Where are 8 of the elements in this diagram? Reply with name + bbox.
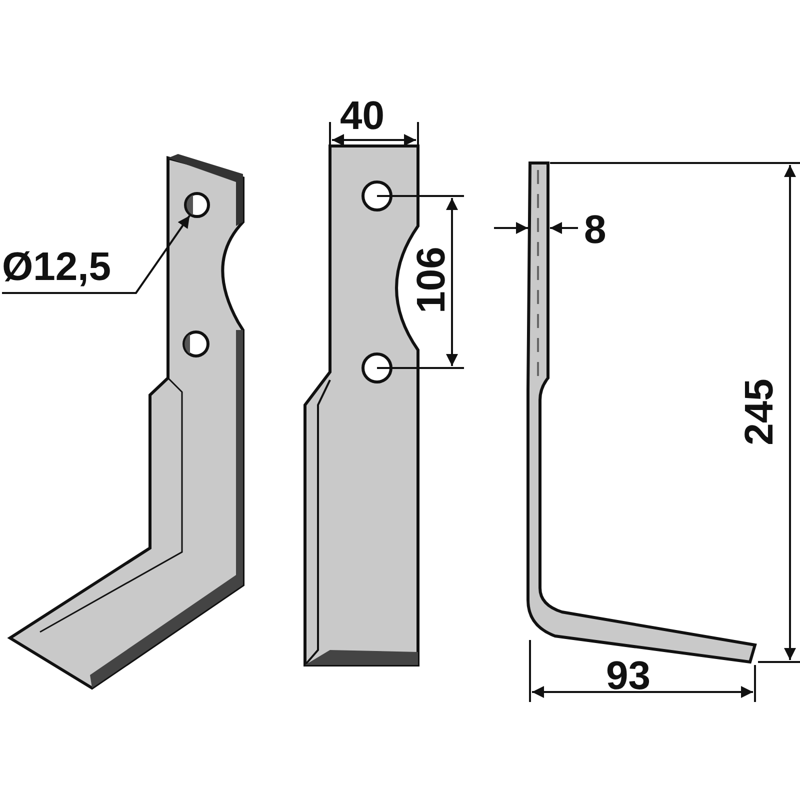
leader-line (2, 215, 190, 294)
dimension-label: Ø12,5 (2, 247, 111, 287)
mounting-hole (184, 192, 210, 218)
dimension-label: 106 (411, 246, 452, 314)
dimension-label: 245 (739, 378, 780, 446)
dimension-label: 8 (584, 210, 606, 250)
dimension-label: 93 (606, 656, 650, 696)
dimension-label: 40 (340, 96, 384, 136)
